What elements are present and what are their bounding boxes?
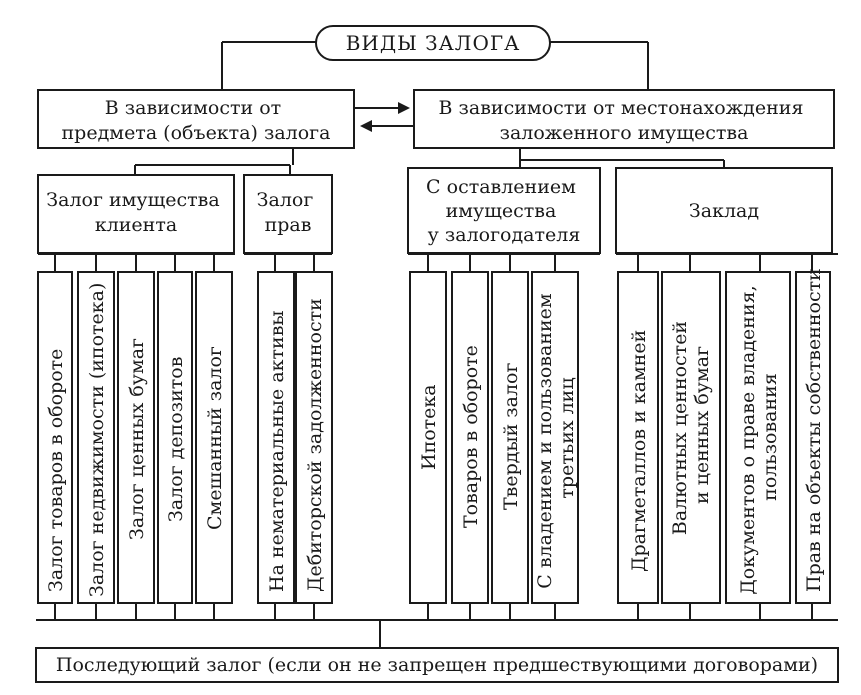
- left-criterion-node: В зависимости от предмета (объекта) зало…: [37, 89, 355, 149]
- right-criterion-node: В зависимости от местонахождения заложен…: [413, 89, 835, 149]
- leaf-third-parties-line-2: третьих лиц: [556, 377, 578, 498]
- leaves: Залог товаров в обороте Залог недвижимос…: [37, 268, 831, 604]
- group-zaklad-label: Заклад: [689, 200, 759, 222]
- right-criterion-line-2: заложенного имущества: [500, 122, 749, 144]
- group-rights: Залог прав: [243, 174, 333, 254]
- group-client-property-label: Залог имущества клиента: [46, 189, 225, 236]
- leaf-box-deposits: [157, 271, 193, 604]
- leaf-precious: Драгметаллов и камней: [628, 330, 650, 572]
- leaf-documents-line-2: пользования: [759, 373, 781, 501]
- leaf-documents: Документов о праве владения, пользования: [737, 279, 781, 594]
- right-criterion-line-1: В зависимости от местонахождения: [439, 97, 804, 119]
- group-retained-line-3: у залогодателя: [428, 224, 581, 246]
- group-rights-label: Залог прав: [257, 189, 320, 236]
- leaf-box-receivables: [295, 271, 333, 604]
- leaf-box-mortgage: [409, 271, 447, 604]
- leaf-real-estate: Залог недвижимости (ипотека): [86, 283, 108, 597]
- group-client-property: Залог имущества клиента: [37, 174, 235, 254]
- footer-node: Последующий залог (если он не запрещен п…: [35, 647, 839, 683]
- leaf-box-goods-turnover: [37, 271, 73, 604]
- leaf-box-securities: [117, 271, 155, 604]
- leaf-third-parties-line-1: С владением и пользованием: [534, 293, 556, 589]
- leaf-receivables: Дебиторской задолженности: [304, 298, 326, 592]
- leaf-deposits: Залог депозитов: [165, 357, 187, 522]
- left-criterion-line-1: В зависимости от: [105, 97, 281, 119]
- root-node: ВИДЫ ЗАЛОГА: [315, 25, 551, 61]
- group-retained: С оставлением имущества у залогодателя: [407, 167, 601, 254]
- leaf-box-mixed: [195, 271, 233, 604]
- group-rights-line-2: прав: [265, 214, 312, 236]
- group-client-property-line-1: Залог имущества: [46, 189, 219, 211]
- leaf-securities: Залог ценных бумаг: [126, 338, 148, 540]
- leaf-currency-line-1: Валютных ценностей: [669, 321, 691, 535]
- footer-label: Последующий залог (если он не запрещен п…: [56, 654, 818, 676]
- leaf-currency: Валютных ценностей и ценных бумаг: [669, 315, 713, 535]
- group-rights-line-1: Залог: [257, 189, 314, 211]
- group-client-property-line-2: клиента: [95, 214, 177, 236]
- leaf-box-third-parties: [531, 271, 579, 604]
- leaf-mixed: Смешанный залог: [204, 346, 226, 530]
- leaf-box-real-estate: [77, 271, 115, 604]
- right-criterion-label: В зависимости от местонахождения заложен…: [439, 97, 810, 144]
- leaf-box-ownership: [795, 271, 831, 604]
- leaf-third-parties: С владением и пользованием третьих лиц: [534, 287, 578, 588]
- leaf-goods: Товаров в обороте: [460, 345, 482, 528]
- leaf-intangible: На нематериальные активы: [266, 310, 288, 592]
- group-retained-line-1: С оставлением: [426, 176, 576, 198]
- leaf-documents-line-1: Документов о праве владения,: [737, 285, 759, 594]
- leaf-firm: Твердый залог: [500, 363, 522, 510]
- group-retained-label: С оставлением имущества у залогодателя: [426, 176, 582, 246]
- leaf-goods-turnover: Залог товаров в обороте: [45, 349, 67, 592]
- leaf-box-intangible: [257, 271, 295, 604]
- leaf-box-documents: [725, 271, 791, 604]
- leaf-box-firm: [491, 271, 529, 604]
- leaf-box-goods: [451, 271, 489, 604]
- leaf-mortgage: Ипотека: [418, 384, 440, 470]
- group-zaklad: Заклад: [615, 167, 833, 254]
- leaf-ownership: Прав на объекты собственности: [803, 268, 825, 592]
- leaf-currency-line-2: и ценных бумаг: [691, 346, 713, 504]
- group-retained-line-2: имущества: [446, 200, 557, 222]
- leaf-box-precious: [617, 271, 659, 604]
- root-label: ВИДЫ ЗАЛОГА: [346, 31, 521, 55]
- leaf-box-currency: [661, 271, 721, 604]
- left-criterion-line-2: предмета (объекта) залога: [62, 122, 331, 144]
- left-criterion-label: В зависимости от предмета (объекта) зало…: [62, 97, 331, 144]
